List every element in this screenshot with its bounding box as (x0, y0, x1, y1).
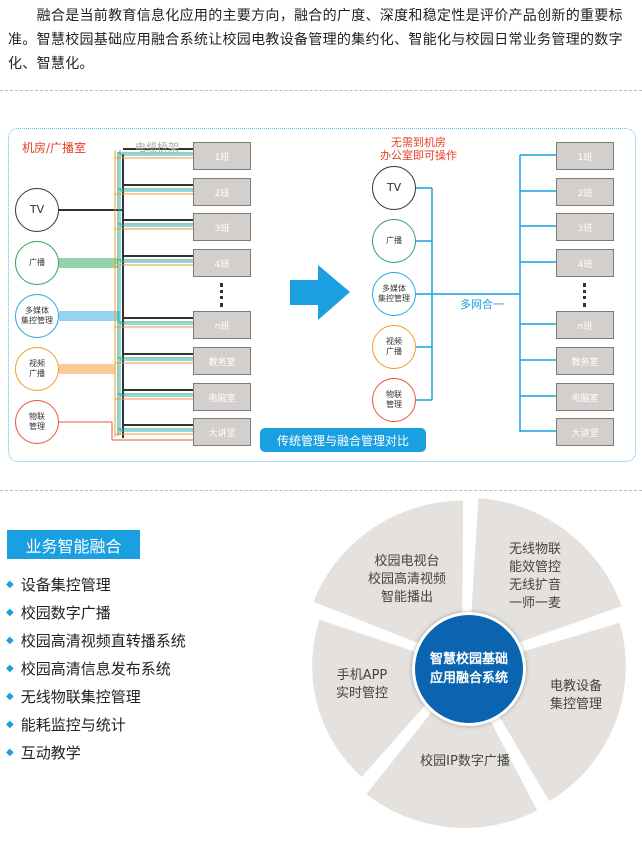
wheel-segment-label: 电教设备 集控管理 (549, 679, 602, 712)
source-node-left: 物联 管理 (15, 400, 59, 444)
wheel-segment (466, 496, 625, 664)
feature-list-item: ◆ 无线物联集控管理 (6, 682, 186, 710)
comparison-caption: 传统管理与融合管理对比 (260, 428, 426, 452)
feature-list-item: ◆ 校园数字广播 (6, 598, 186, 626)
room-box-right: 大讲堂 (556, 418, 614, 446)
feature-label: 校园数字广播 (20, 603, 111, 622)
source-node-right: 物联 管理 (372, 378, 416, 422)
source-node-right: TV (372, 166, 416, 210)
source-node-right: 多媒体 集控管理 (372, 272, 416, 316)
feature-list-item: ◆ 校园高清视频直转播系统 (6, 626, 186, 654)
wheel-center: 智慧校园基础 应用融合系统 (412, 612, 526, 726)
room-box-left: n班 (193, 311, 251, 339)
merge-label: 多网合一 (460, 298, 504, 311)
bullet-icon: ◆ (6, 634, 14, 646)
wheel-segment-label: 校园IP数字广播 (420, 754, 510, 769)
divider (0, 490, 642, 491)
ellipsis-dots (220, 283, 226, 307)
section-title: 业务智能融合 (7, 530, 140, 559)
intro-line: 准。智慧校园基础应用融合系统让校园电教设备管理的集约化、智能化与校园日常业务管理… (8, 32, 623, 48)
feature-label: 校园高清信息发布系统 (20, 659, 171, 678)
divider (0, 90, 642, 91)
feature-label: 互动教学 (20, 743, 81, 762)
source-node-left: 多媒体 集控管理 (15, 294, 59, 338)
room-box-right: 教务室 (556, 347, 614, 375)
feature-list: ◆ 设备集控管理 ◆ 校园数字广播 ◆ 校园高清视频直转播系统 ◆ 校园高清信息发布系统 ◆ 无线… (6, 570, 186, 766)
wheel-segment-label: 手机APP 实时管控 (335, 668, 388, 701)
feature-label: 无线物联集控管理 (20, 687, 141, 706)
left-title: 机房/广播室 (22, 141, 87, 155)
room-box-right: 电脑室 (556, 383, 614, 411)
room-box-right: 1班 (556, 142, 614, 170)
feature-label: 能耗监控与统计 (20, 715, 126, 734)
source-node-left: 视频 广播 (15, 347, 59, 391)
wheel-segment (310, 498, 466, 664)
intro-paragraph: 融合是当前教育信息化应用的主要方向，融合的广度、深度和稳定性是评价产品创新的重要… (8, 4, 636, 76)
bullet-icon: ◆ (6, 746, 14, 758)
comparison-diagram-frame (8, 128, 636, 462)
room-box-left: 4班 (193, 249, 251, 277)
intro-line: 融合是当前教育信息化应用的主要方向，融合的广度、深度和稳定性是评价产品创新的重要… (8, 8, 623, 24)
feature-list-item: ◆ 能耗监控与统计 (6, 710, 186, 738)
room-box-left: 3班 (193, 213, 251, 241)
feature-list-item: ◆ 校园高清信息发布系统 (6, 654, 186, 682)
wheel-segment-label: 校园电视台 校园高清视频 智能播出 (367, 554, 446, 605)
feature-label: 设备集控管理 (20, 575, 111, 594)
cable-tray-label: 电缆桥架 (135, 141, 179, 154)
room-box-left: 教务室 (193, 347, 251, 375)
room-box-left: 大讲堂 (193, 418, 251, 446)
arrow-icon (290, 265, 350, 320)
room-box-right: n班 (556, 311, 614, 339)
source-node-right: 广播 (372, 219, 416, 263)
bullet-icon: ◆ (6, 606, 14, 618)
room-box-right: 4班 (556, 249, 614, 277)
room-box-right: 2班 (556, 178, 614, 206)
room-box-right: 3班 (556, 213, 614, 241)
bullet-icon: ◆ (6, 690, 14, 702)
bullet-icon: ◆ (6, 718, 14, 730)
source-node-right: 视频 广播 (372, 325, 416, 369)
room-box-left: 2班 (193, 178, 251, 206)
wheel-segment (363, 667, 540, 830)
feature-list-item: ◆ 互动教学 (6, 738, 186, 766)
bullet-icon: ◆ (6, 578, 14, 590)
wheel-segment-label: 无线物联 能效管控 无线扩音 一师一麦 (508, 542, 561, 611)
room-box-left: 1班 (193, 142, 251, 170)
source-node-left: TV (15, 188, 59, 232)
bullet-icon: ◆ (6, 662, 14, 674)
feature-list-item: ◆ 设备集控管理 (6, 570, 186, 598)
right-title: 无需到机房 办公室即可操作 (380, 136, 457, 162)
room-box-left: 电脑室 (193, 383, 251, 411)
feature-label: 校园高清视频直转播系统 (20, 631, 186, 650)
source-node-left: 广播 (15, 241, 59, 285)
ellipsis-dots (583, 283, 589, 307)
intro-line: 化、智慧化。 (8, 56, 94, 72)
